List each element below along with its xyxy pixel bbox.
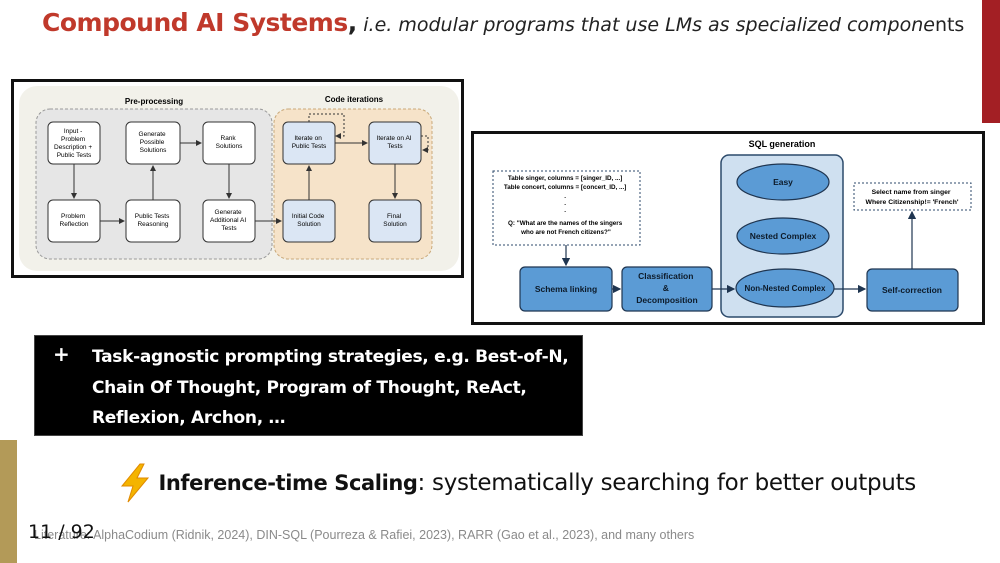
red-accent-bar [982, 0, 1000, 123]
alphacodium-figure: Pre-processing Code iterations Input - P… [11, 79, 464, 278]
sql-output-line-2: Where Citizenship!= 'French' [866, 199, 959, 206]
inference-scaling-description: : systematically searching for better ou… [417, 470, 917, 496]
sql-output-line-1: Select name from singer [872, 189, 951, 196]
svg-text:Rank Solutions: Rank Solutions [216, 135, 243, 150]
schema-line-3: . [564, 193, 566, 200]
alphacodium-diagram: Pre-processing Code iterations Input - P… [19, 86, 459, 271]
schema-line-6: Q: "What are the names of the singers [508, 220, 623, 227]
node-initial-code-line-2: Solution [297, 221, 321, 228]
node-input-line-3: Description + [54, 144, 92, 151]
schema-linking-label: Schema linking [535, 284, 597, 294]
node-public-reasoning-line-2: Reasoning [137, 221, 168, 228]
classification-line-2: & [663, 283, 669, 293]
dinsql-diagram: SQL generation Table singer, columns = [… [492, 139, 972, 318]
svg-text:Final Solution: Final Solution [383, 213, 407, 228]
node-iterate-public-line-1: Iterate on [294, 135, 322, 142]
svg-text:Problem Reflection: Problem Reflection [60, 213, 89, 228]
sql-generation-heading: SQL generation [749, 139, 816, 149]
node-iterate-ai-line-1: Iterate on AI [377, 135, 412, 142]
node-final-solution [368, 199, 422, 243]
node-generate-ai-tests-line-1: Generate [215, 209, 242, 216]
svg-text:Select name from singer: Select name from singer Where Citizenshi… [866, 189, 959, 206]
nested-complex-label: Nested Complex [750, 231, 817, 241]
node-non-nested-complex [735, 268, 835, 308]
dinsql-figure: SQL generation Table singer, columns = [… [471, 131, 985, 325]
svg-text:Public Tests Reasoning: Public Tests Reasoning [135, 213, 171, 228]
lightning-bolt-icon [120, 463, 150, 503]
node-public-reasoning-line-1: Public Tests [135, 213, 170, 220]
inference-scaling-term: Inference-time Scaling [158, 471, 418, 495]
easy-label: Easy [773, 177, 793, 187]
node-rank-line-1: Rank [221, 135, 237, 142]
plus-icon: + [53, 342, 70, 366]
node-final-line-2: Solution [383, 221, 407, 228]
node-iterate-ai-line-2: Tests [387, 143, 403, 150]
node-problem-reflection-line-1: Problem [61, 213, 85, 220]
gold-accent-bar [0, 440, 17, 563]
classification-line-3: Decomposition [636, 295, 697, 305]
classification-line-1: Classification [638, 271, 693, 281]
svg-text:Generate Additional AI: Generate Additional AI Tests [210, 209, 248, 232]
svg-text:Iterate on AI Tests: Iterate on AI Tests [377, 135, 414, 150]
node-generate-solutions-line-3: Solutions [140, 147, 167, 154]
schema-line-4: . [564, 200, 566, 207]
dinsql-arrows [561, 210, 917, 294]
schema-line-2: Table concert, columns = [concert_ID, ..… [504, 184, 627, 191]
node-generate-solutions-line-1: Generate [139, 131, 166, 138]
node-generate-ai-tests-line-3: Tests [221, 225, 237, 232]
non-nested-complex-label: Non-Nested Complex [745, 284, 826, 293]
svg-text:Input - Problem De: Input - Problem Description + Public Tes… [54, 128, 94, 159]
node-iterate-public-line-2: Public Tests [292, 143, 327, 150]
schema-question-box [492, 170, 641, 246]
title-main: Compound AI Systems [42, 8, 348, 37]
svg-text:Table singer, columns = [singe: Table singer, columns = [singer_ID, ...]… [504, 175, 628, 236]
node-generate-ai-tests-line-2: Additional AI [210, 217, 246, 224]
sql-output-box [853, 182, 972, 211]
node-input-line-4: Public Tests [57, 152, 92, 159]
title-subtitle: i.e. modular programs that use LMs as sp… [357, 14, 935, 36]
schema-line-5: . [564, 207, 566, 214]
schema-line-1: Table singer, columns = [singer_ID, ...] [508, 175, 622, 182]
node-initial-code-line-1: Initial Code [292, 213, 325, 220]
inference-scaling-line: Inference-time Scaling: systematically s… [116, 463, 916, 503]
svg-text:Iterate on Public Tests: Iterate on Public Tests [292, 135, 327, 150]
node-final-line-1: Final [387, 213, 402, 220]
node-input-line-1: Input - [64, 128, 82, 135]
page-number: 11 / 92 [28, 521, 95, 543]
node-input-line-2: Problem [61, 136, 85, 143]
title-tail: nts [934, 14, 965, 36]
svg-text:Initial Code Solution: Initial Code Solution [292, 213, 326, 228]
title-comma: , [347, 8, 358, 37]
alphacodium-arrows [71, 113, 429, 224]
svg-text:Classification & D: Classification & Decomposition [636, 271, 697, 305]
schema-line-7: who are not French citizens?" [520, 229, 611, 236]
node-easy [736, 163, 830, 201]
node-rank-line-2: Solutions [216, 143, 243, 150]
node-nested-complex [736, 217, 830, 255]
prompting-strategies-box: + Task-agnostic prompting strategies, e.… [34, 335, 583, 436]
node-problem-reflection-line-2: Reflection [60, 221, 89, 228]
prompting-strategies-text: Task-agnostic prompting strategies, e.g.… [92, 347, 569, 428]
literature-footnote: Literature: AlphaCodium (Ridnik, 2024), … [34, 528, 695, 542]
preprocessing-label: Pre-processing [125, 97, 183, 106]
self-correction-label: Self-correction [882, 285, 942, 295]
node-generate-solutions-line-2: Possible [140, 139, 165, 146]
svg-text:Generate Possible: Generate Possible Solutions [139, 131, 168, 154]
code-iterations-label: Code iterations [325, 95, 384, 104]
slide-title: Compound AI Systems, i.e. modular progra… [42, 8, 965, 44]
